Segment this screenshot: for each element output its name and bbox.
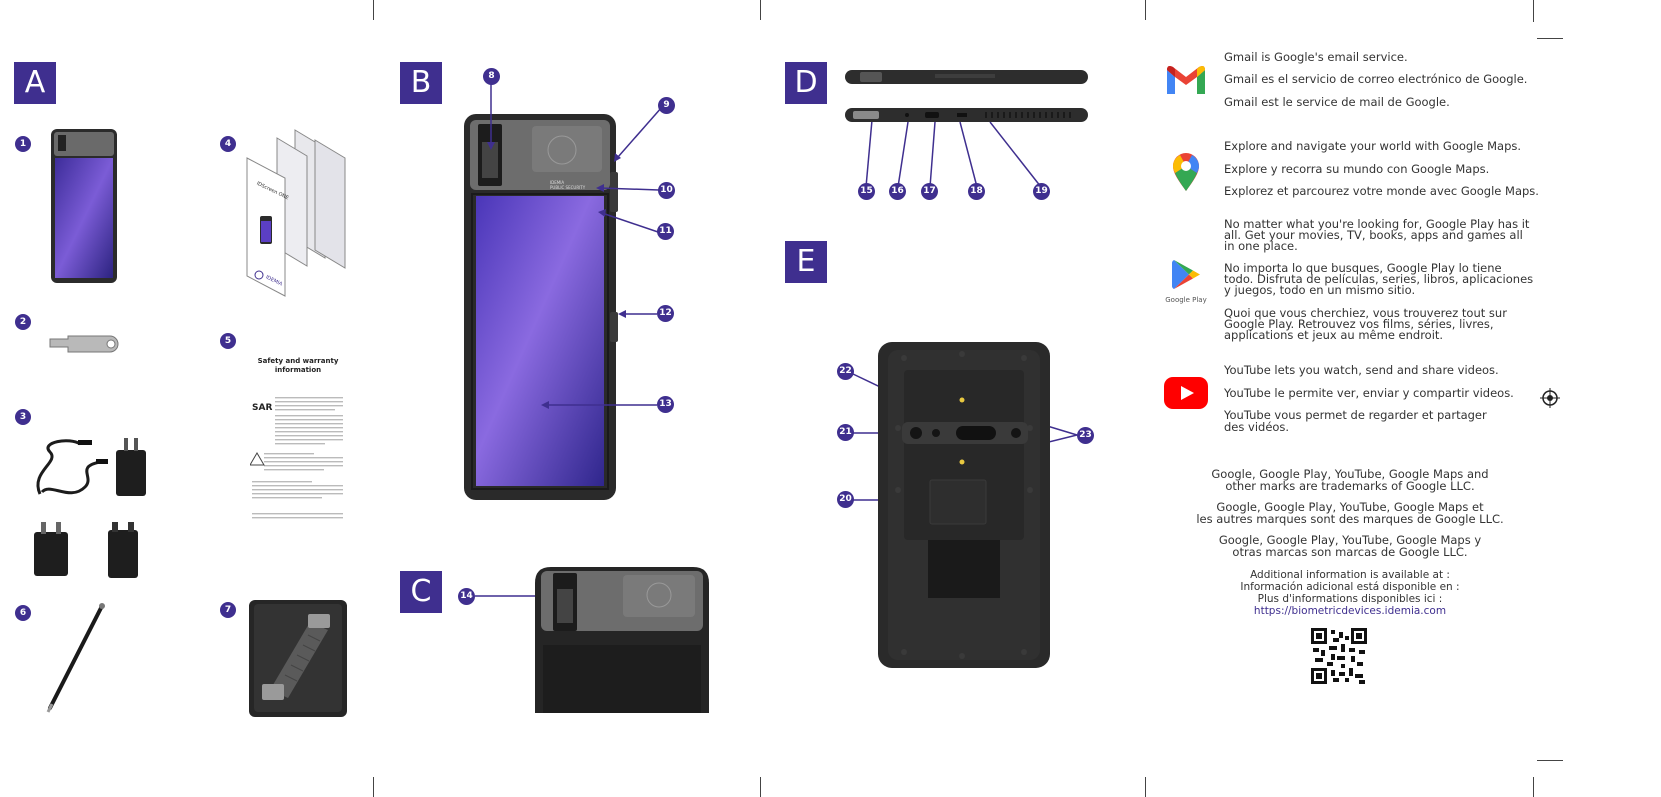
tablet-front-illustration [50, 128, 118, 284]
callout-16: 16 [889, 183, 906, 200]
sar-logo: SAR [252, 403, 273, 413]
tablet-back-diagram [876, 340, 1052, 670]
callout-20: 20 [837, 491, 854, 508]
item-3-badge: 3 [15, 409, 31, 425]
gmail-icon [1165, 64, 1207, 96]
youtube-icon [1164, 377, 1208, 409]
sim-eject-tool-illustration [48, 332, 123, 354]
fold-mark [373, 0, 374, 20]
callout-15: 15 [858, 183, 875, 200]
callout-10: 10 [658, 182, 675, 199]
usb-cable-illustration [30, 432, 110, 507]
callout-14: 14 [458, 588, 475, 605]
maps-text-es: Explore y recorra su mundo con Google Ma… [1224, 162, 1490, 176]
fold-mark [373, 777, 374, 797]
maps-text-fr: Explorez et parcourez votre monde avec G… [1224, 184, 1539, 198]
callout-8: 8 [483, 68, 500, 85]
section-c-label: C [400, 571, 442, 613]
callout-18: 18 [968, 183, 985, 200]
item-7-badge: 7 [220, 602, 236, 618]
youtube-text-es: YouTube le permite ver, enviar y compart… [1224, 386, 1514, 400]
callout-19: 19 [1033, 183, 1050, 200]
callout-13: 13 [657, 396, 674, 413]
section-a-label: A [14, 62, 56, 104]
fold-mark [760, 0, 761, 20]
stylus-illustration [40, 600, 110, 715]
youtube-text-fr: YouTube vous permet de regarder et parta… [1224, 408, 1487, 434]
safety-doc-body: SAR [250, 395, 345, 535]
safety-doc-title: Safety and warranty information [257, 357, 339, 374]
qr-code[interactable] [1311, 628, 1367, 684]
additional-info-es: Información adicional está disponible en… [1240, 581, 1460, 593]
eu-charger-illustration [114, 438, 148, 498]
item-6-badge: 6 [15, 605, 31, 621]
device-brand-label: IDEMIA PUBLIC SECURITY [550, 180, 586, 190]
callout-22: 22 [837, 363, 854, 380]
additional-info-fr: Plus d'informations disponibles ici : [1257, 593, 1443, 605]
hand-strap-illustration [248, 600, 348, 718]
maps-pin-icon [1172, 152, 1200, 192]
registration-mark-icon [1540, 388, 1560, 408]
callout-17: 17 [921, 183, 938, 200]
fold-mark [1145, 777, 1146, 797]
fold-mark [760, 777, 761, 797]
tablet-top-edge-view [845, 68, 1090, 86]
fold-mark [1537, 760, 1563, 761]
additional-info-en: Additional information is available at : [1250, 569, 1450, 581]
callout-9: 9 [658, 97, 675, 114]
google-play-label: Google Play [1165, 296, 1207, 304]
info-url-link[interactable]: https://biometricdevices.idemia.com [1253, 605, 1447, 617]
fold-mark [1533, 0, 1534, 22]
sensor-closeup-diagram [535, 565, 710, 715]
item-4-badge: 4 [220, 136, 236, 152]
uk-plug-illustration [104, 520, 142, 580]
callout-11: 11 [657, 223, 674, 240]
tablet-front-diagram: IDEMIA PUBLIC SECURITY [462, 112, 622, 502]
section-e-label: E [785, 241, 827, 283]
fold-mark [1537, 38, 1563, 39]
play-text-es: No importa lo que busques, Google Play l… [1224, 261, 1534, 297]
trademark-en: Google, Google Play, YouTube, Google Map… [1211, 467, 1489, 493]
callout-12: 12 [657, 305, 674, 322]
google-play-icon [1172, 258, 1202, 291]
quick-start-leaflet-illustration: IDScreen ONE IDEMIA [245, 128, 360, 298]
gmail-text-es: Gmail es el servicio de correo electróni… [1224, 72, 1528, 86]
section-b-label: B [400, 62, 442, 104]
item-1-badge: 1 [15, 136, 31, 152]
item-2-badge: 2 [15, 314, 31, 330]
fold-mark [1533, 777, 1534, 797]
section-d-label: D [785, 62, 827, 104]
callout-21: 21 [837, 424, 854, 441]
callout-23: 23 [1077, 427, 1094, 444]
tablet-bottom-edge-view [845, 106, 1090, 124]
us-plug-illustration [32, 520, 70, 578]
trademark-fr: Google, Google Play, YouTube, Google Map… [1196, 500, 1504, 526]
play-text-fr: Quoi que vous cherchiez, vous trouverez … [1224, 306, 1507, 342]
youtube-text-en: YouTube lets you watch, send and share v… [1224, 363, 1499, 377]
maps-text-en: Explore and navigate your world with Goo… [1224, 139, 1522, 153]
item-5-badge: 5 [220, 333, 236, 349]
gmail-text-fr: Gmail est le service de mail de Google. [1224, 95, 1450, 109]
trademark-es: Google, Google Play, YouTube, Google Map… [1218, 533, 1482, 559]
gmail-text-en: Gmail is Google's email service. [1224, 50, 1408, 64]
fold-mark [1145, 0, 1146, 20]
play-text-en: No matter what you're looking for, Googl… [1224, 217, 1530, 253]
